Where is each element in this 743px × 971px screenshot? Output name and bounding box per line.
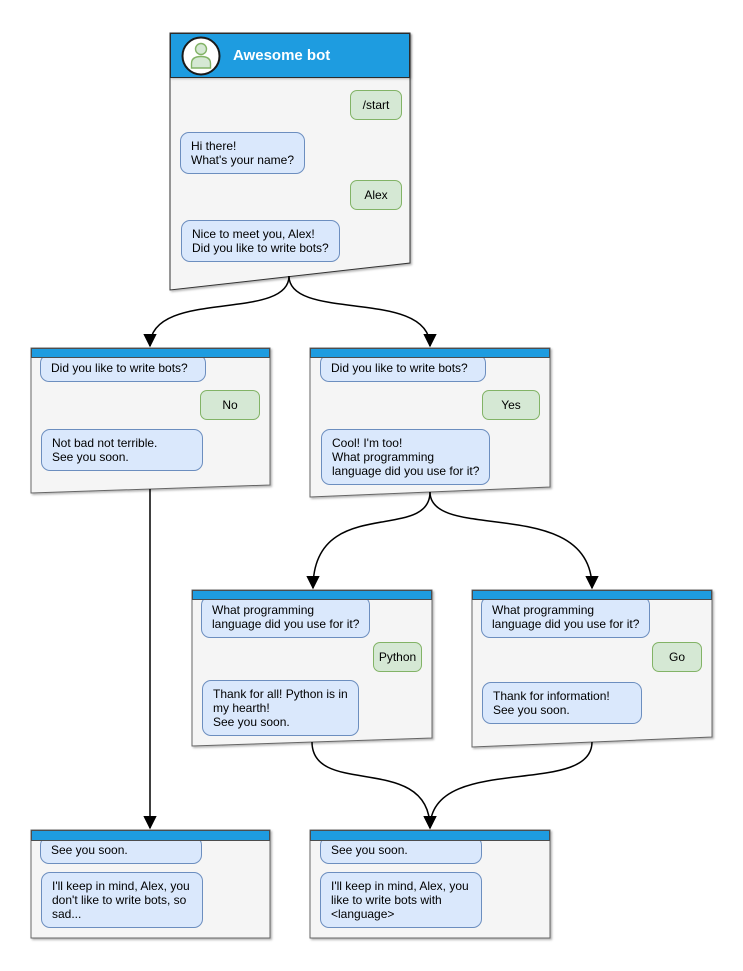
end-yes-header xyxy=(310,830,550,841)
bot-message-nice-to-meet: Nice to meet you, Alex! Did you like to … xyxy=(181,220,340,262)
bot-message-greeting: Hi there! What's your name? xyxy=(180,132,306,174)
user-message-name: Alex xyxy=(350,180,402,210)
bot-avatar xyxy=(181,36,221,76)
branch-go-reply: Thank for information! See you soon. xyxy=(482,682,642,724)
branch-no-question: Did you like to write bots? xyxy=(40,354,206,382)
edge-yes-to-python xyxy=(306,491,431,590)
edge-go-to-end xyxy=(423,741,593,830)
edge-main-to-yes xyxy=(288,275,437,348)
branch-python-header xyxy=(192,590,432,600)
branch-no-header xyxy=(31,348,270,358)
branch-yes-question: Did you like to write bots? xyxy=(320,354,486,382)
main-window-title: Awesome bot xyxy=(233,47,331,64)
end-no-header xyxy=(31,830,270,841)
branch-python-reply: Thank for all! Python is in my hearth! S… xyxy=(202,680,359,736)
branch-go-question: What programming language did you use fo… xyxy=(481,596,651,638)
branch-python-question: What programming language did you use fo… xyxy=(201,596,371,638)
branch-yes-header xyxy=(310,348,550,358)
edge-yes-to-go xyxy=(429,491,599,590)
edge-main-to-no xyxy=(143,275,290,348)
user-message-start: /start xyxy=(350,90,402,120)
person-icon xyxy=(181,36,221,75)
branch-yes-answer: Yes xyxy=(482,390,540,420)
branch-yes-reply: Cool! I'm too! What programming language… xyxy=(321,429,491,485)
edge-python-to-end xyxy=(311,741,437,830)
branch-python-answer: Python xyxy=(373,642,422,672)
branch-no-answer: No xyxy=(200,390,260,420)
end-yes-reply: I'll keep in mind, Alex, you like to wri… xyxy=(320,872,482,928)
branch-go-answer: Go xyxy=(652,642,702,672)
end-no-reply: I'll keep in mind, Alex, you don't like … xyxy=(41,872,203,928)
branch-no-reply: Not bad not terrible. See you soon. xyxy=(41,429,203,471)
main-window-header: Awesome bot xyxy=(170,33,410,78)
branch-go-header xyxy=(472,590,712,600)
